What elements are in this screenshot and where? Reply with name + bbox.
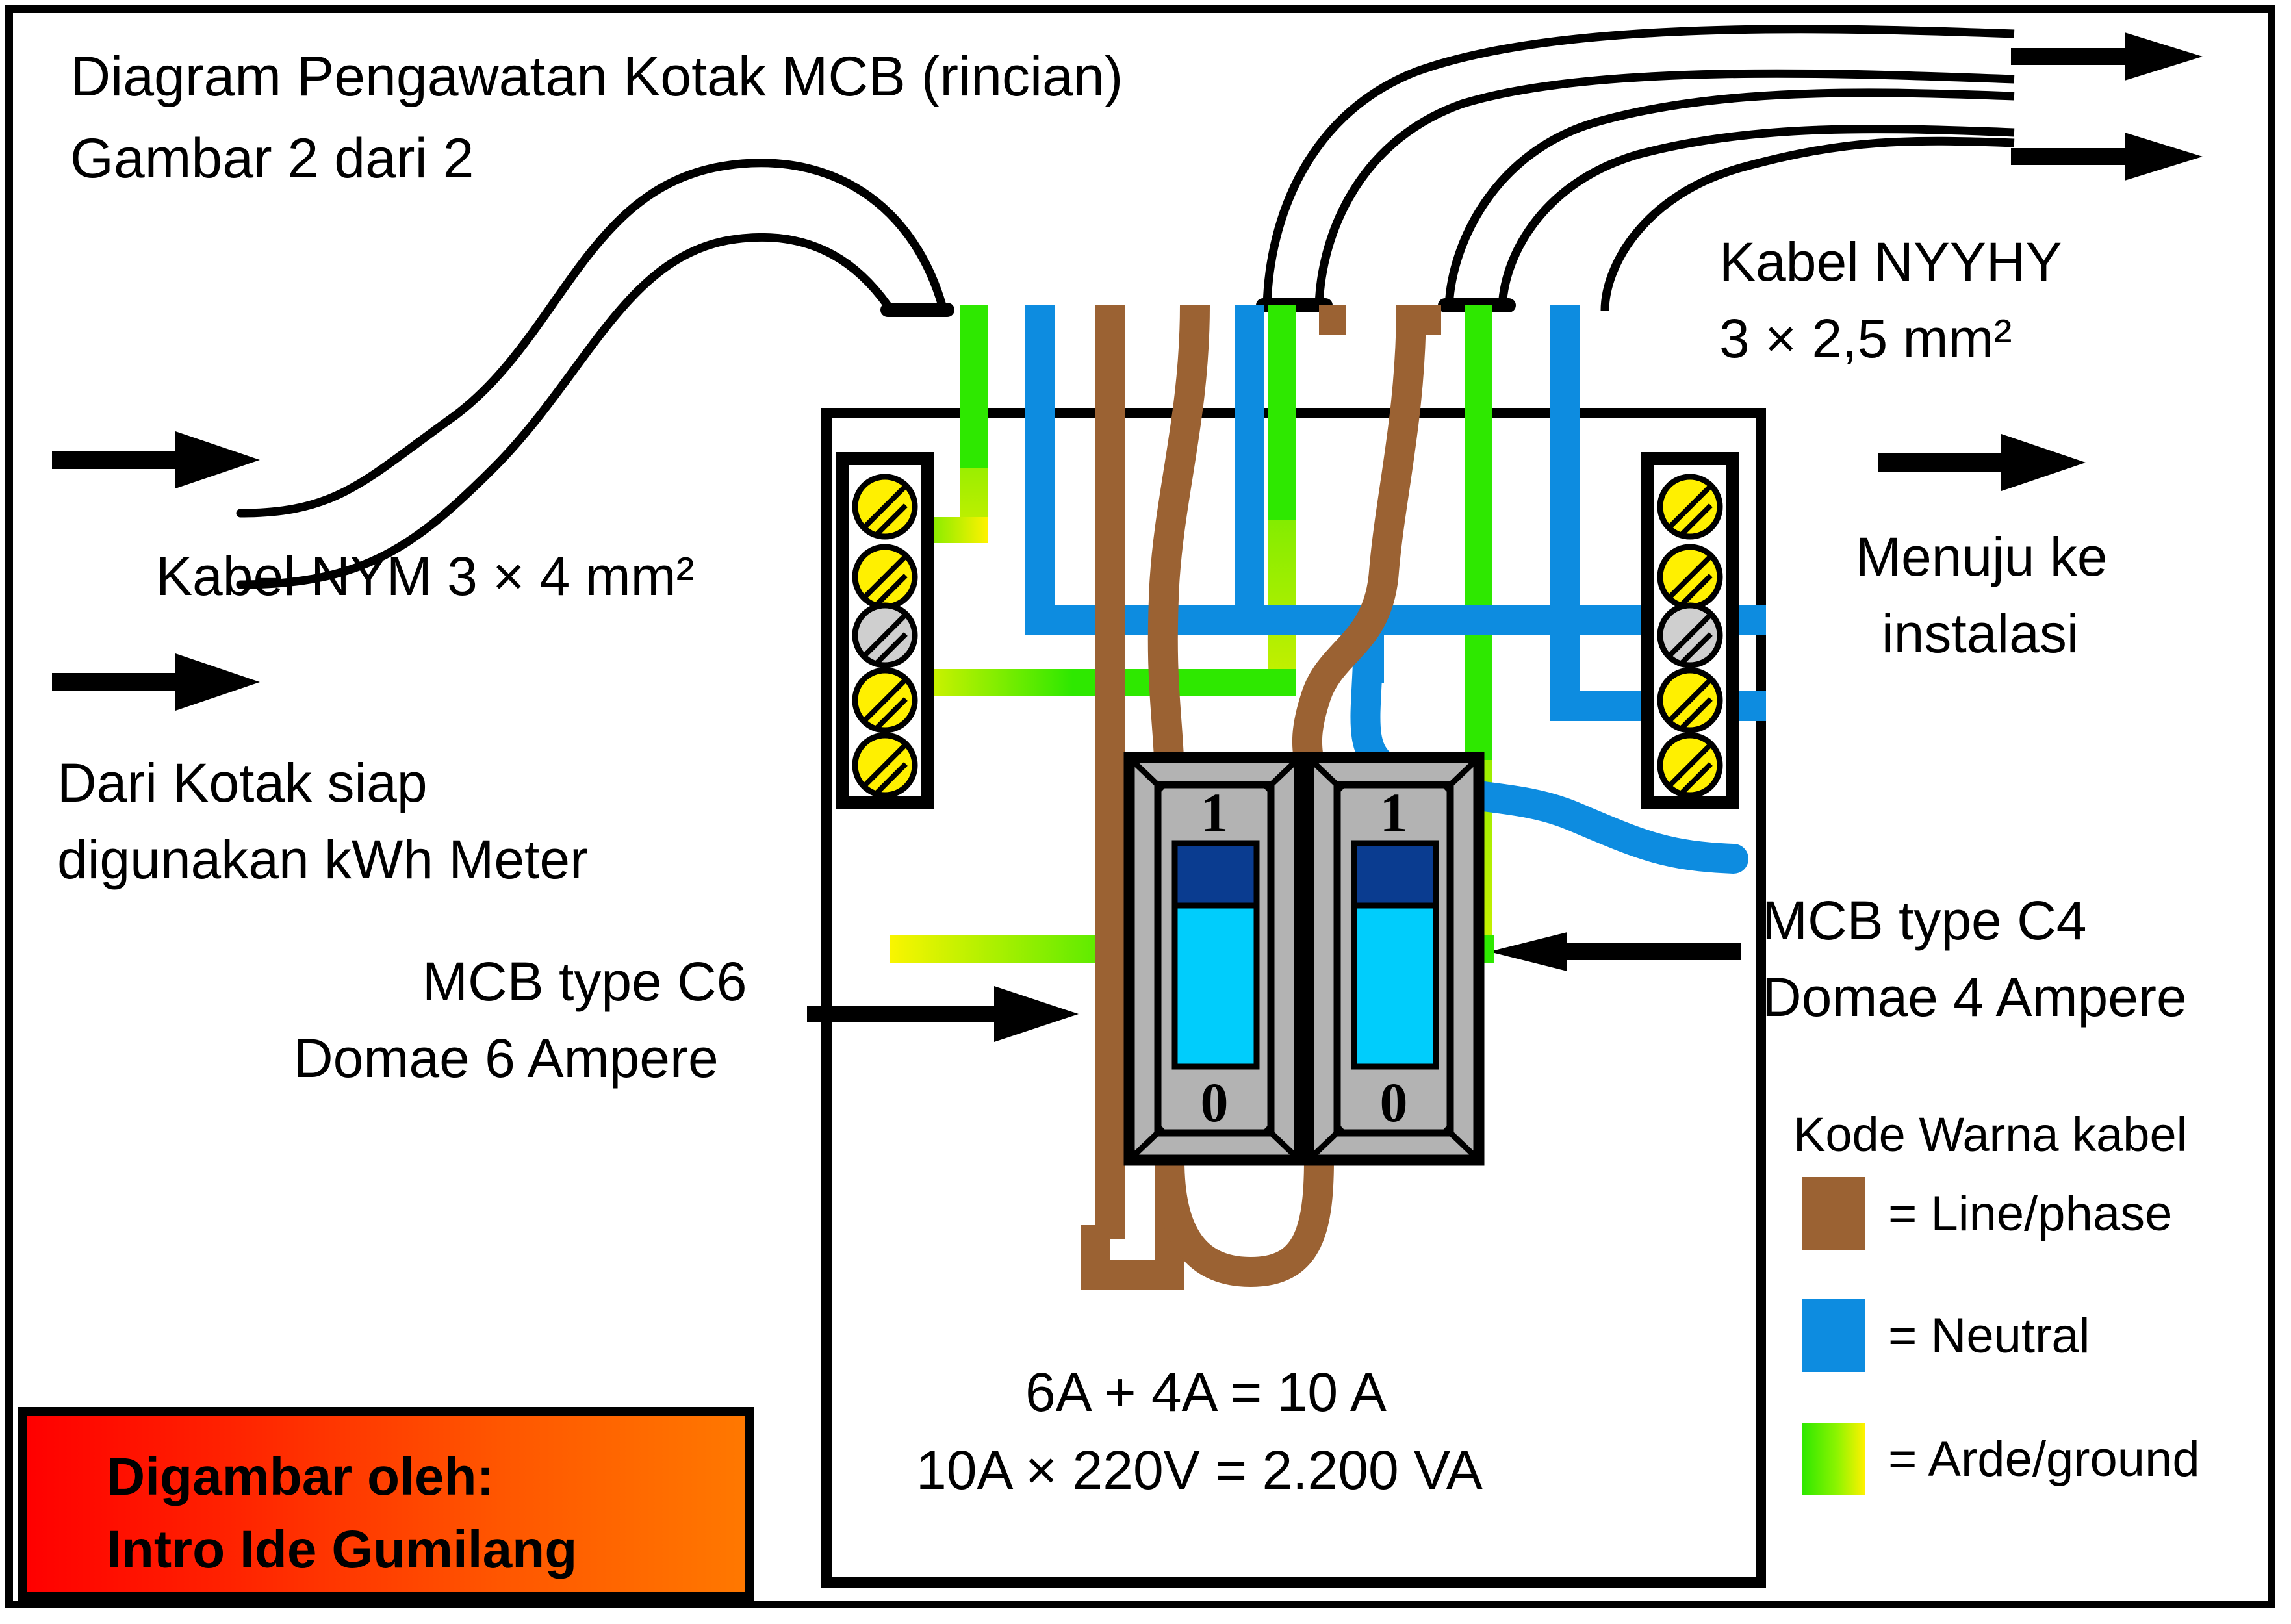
label-mcb-c4-line1: MCB type C4 — [1762, 890, 2087, 951]
cable-core-stubs — [1235, 305, 1580, 335]
arrow-out-2 — [2011, 133, 2203, 181]
legend-swatch-ground — [1802, 1423, 1865, 1495]
terminal-screw — [852, 667, 918, 733]
label-source-line2: digunakan kWh Meter — [57, 829, 589, 890]
terminal-screw — [852, 602, 918, 668]
page-title-line1: Diagram Pengawatan Kotak MCB (rincian) — [70, 45, 1123, 108]
calc-line2: 10A × 220V = 2.200 VA — [916, 1440, 1483, 1501]
arrow-out-1 — [2011, 32, 2203, 81]
label-cable-nym: Kabel NYM 3 × 4 mm² — [156, 546, 695, 607]
terminal-screw — [852, 732, 918, 798]
mcb-c4-breaker[interactable] — [1303, 752, 1485, 1166]
legend-label-line-phase: = Line/phase — [1888, 1186, 2173, 1241]
terminal-screw — [1657, 667, 1723, 733]
calc-line1: 6A + 4A = 10 A — [1025, 1362, 1387, 1423]
terminal-screw — [852, 474, 918, 540]
label-mcb-c6-line2: Domae 6 Ampere — [294, 1028, 719, 1089]
wires-line-phase — [1081, 305, 1426, 1290]
terminal-screw — [1657, 732, 1723, 798]
mcb-c4-off-label: 0 — [1380, 1071, 1408, 1134]
terminal-screw — [852, 544, 918, 610]
legend-label-ground: = Arde/ground — [1888, 1432, 2200, 1487]
terminal-screw — [1657, 474, 1723, 540]
arrow-mcb-c6 — [807, 986, 1079, 1042]
label-destination-line1: Menuju ke — [1856, 526, 2108, 587]
signature-line2: Intro Ide Gumilang — [107, 1520, 578, 1579]
label-mcb-c6-line1: MCB type C6 — [422, 951, 747, 1012]
terminal-screw — [1657, 544, 1723, 610]
terminal-block-left — [836, 452, 934, 809]
mcb-c6-breaker[interactable] — [1123, 752, 1305, 1166]
label-cable-nyyhy-line2: 3 × 2,5 mm² — [1719, 308, 2012, 369]
label-destination-line2: instalasi — [1882, 603, 2079, 664]
mcb-c6-off-label: 0 — [1201, 1071, 1229, 1134]
page-title-line2: Gambar 2 dari 2 — [70, 127, 474, 190]
cable-nym-input — [236, 159, 954, 589]
arrow-in-2 — [52, 653, 260, 711]
legend-swatch-neutral — [1802, 1299, 1865, 1372]
terminal-block-right — [1641, 452, 1739, 809]
arrow-in-1 — [52, 431, 260, 488]
arrow-to-installation — [1878, 434, 2086, 491]
mcb-c6-on-label: 1 — [1201, 781, 1229, 844]
mcb-c4-on-label: 1 — [1380, 781, 1408, 844]
label-source-line1: Dari Kotak siap — [57, 752, 428, 813]
legend-swatch-line-phase — [1802, 1177, 1865, 1250]
signature-line1: Digambar oleh: — [107, 1447, 494, 1506]
legend-title: Kode Warna kabel — [1793, 1108, 2188, 1161]
terminal-screw — [1657, 602, 1723, 668]
arrow-mcb-c4 — [1489, 932, 1741, 971]
author-signature-box: Digambar oleh: Intro Ide Gumilang — [18, 1407, 754, 1601]
label-cable-nyyhy-line1: Kabel NYYHY — [1719, 231, 2062, 292]
label-mcb-c4-line2: Domae 4 Ampere — [1762, 967, 2187, 1028]
arrow-group — [52, 32, 2203, 1042]
legend-label-neutral: = Neutral — [1888, 1308, 2090, 1364]
